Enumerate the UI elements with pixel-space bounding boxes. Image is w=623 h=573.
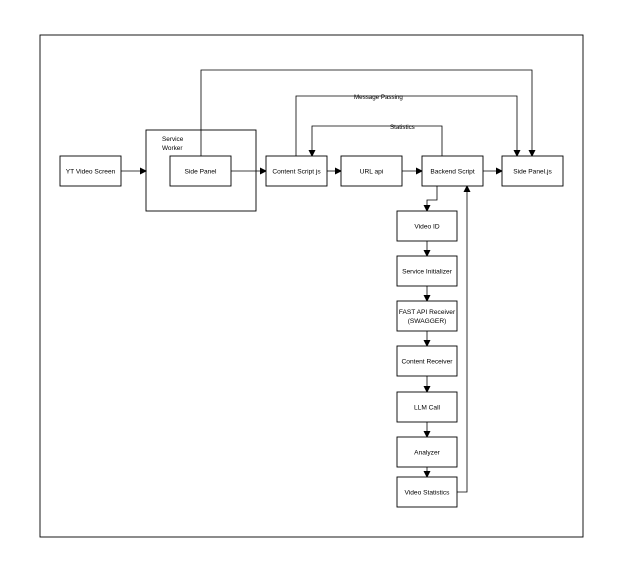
node-video-statistics: Video Statistics — [396, 476, 458, 508]
node-content-script-label: Content Script js — [272, 169, 321, 176]
service-worker-label-line2: Worker — [162, 145, 183, 152]
node-video-statistics-label: Video Statistics — [405, 490, 451, 497]
node-content-receiver: Content Receiver — [396, 345, 458, 377]
node-side-panel-label: Side Panel — [185, 169, 217, 176]
node-analyzer: Analyzer — [396, 436, 458, 468]
node-yt-video-screen-label: YT Video Screen — [66, 169, 116, 176]
node-llm-call: LLM Call — [396, 391, 458, 423]
node-side-panel-js: Side Panel.js — [501, 155, 564, 187]
node-url-api: URL api — [340, 155, 403, 187]
edge-backend-to-content-script — [308, 125, 443, 157]
node-video-id-label: Video ID — [414, 224, 439, 231]
node-llm-call-label: LLM Call — [414, 405, 441, 412]
node-analyzer-label: Analyzer — [414, 450, 440, 457]
edge-label-statistics: Statistics — [390, 124, 415, 131]
edge-content-script-to-side-panel-js — [295, 95, 521, 157]
node-backend-script: Backend Script — [421, 155, 484, 187]
node-service-initializer-label: Service Initializer — [402, 269, 453, 276]
edge-side-panel-to-side-panel-js — [200, 69, 536, 157]
node-side-panel: Side Panel — [169, 155, 232, 187]
node-side-panel-js-label: Side Panel.js — [513, 169, 552, 176]
node-fast-api-receiver-label-line2: (SWAGGER) — [408, 318, 447, 325]
node-content-receiver-label: Content Receiver — [402, 359, 454, 366]
diagram-frame — [39, 34, 584, 538]
node-url-api-label: URL api — [360, 169, 384, 176]
edge-video-statistics-to-backend — [457, 185, 471, 493]
node-yt-video-screen: YT Video Screen — [59, 155, 122, 187]
edges — [121, 69, 536, 493]
edge-backend-to-video-id — [423, 186, 438, 212]
node-fast-api-receiver-label-line1: FAST API Receiver — [399, 309, 456, 316]
node-service-initializer: Service Initializer — [396, 255, 458, 287]
service-worker-label-line1: Service — [162, 136, 184, 143]
edge-label-message-passing: Message Passing — [354, 94, 403, 101]
node-video-id: Video ID — [396, 210, 458, 242]
node-backend-script-label: Backend Script — [430, 169, 475, 176]
node-content-script: Content Script js — [265, 155, 328, 187]
node-fast-api-receiver: FAST API Receiver (SWAGGER) — [396, 300, 458, 332]
